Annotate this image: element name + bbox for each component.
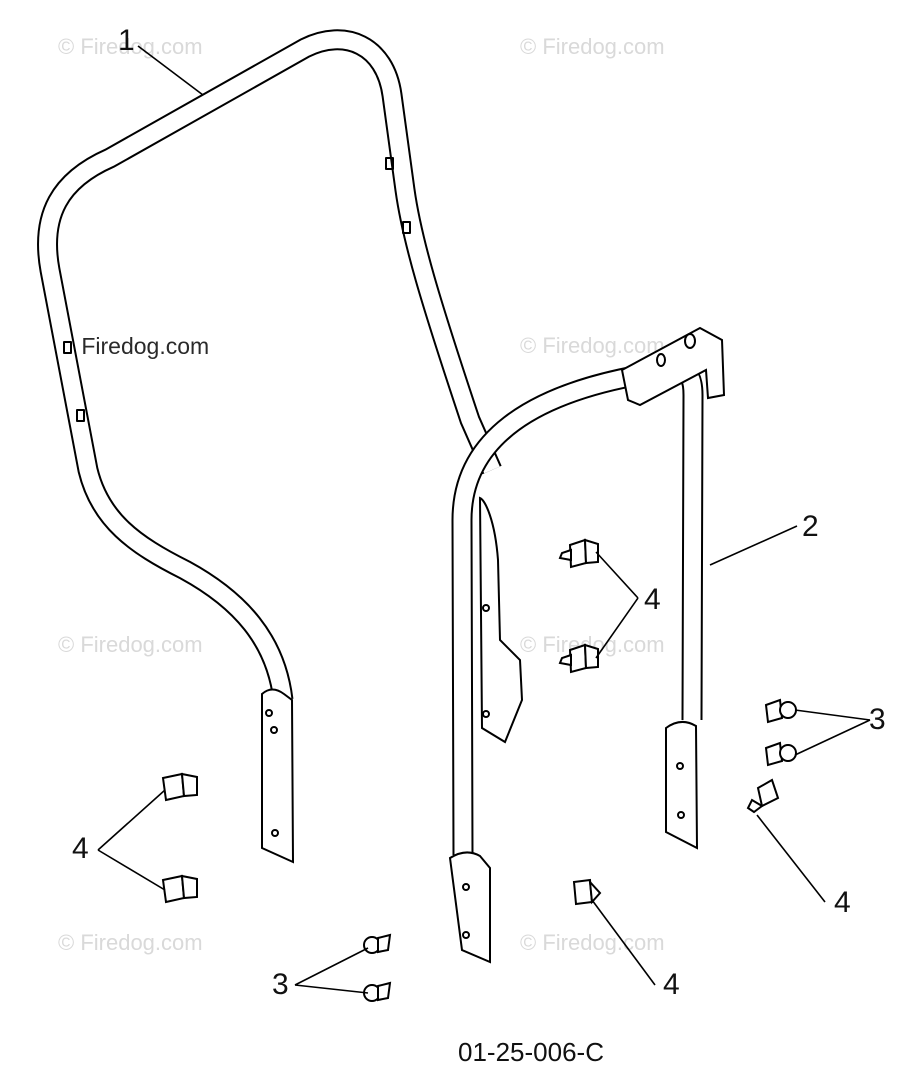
hole bbox=[402, 221, 411, 234]
part-2-left-leg-plate bbox=[448, 851, 491, 964]
hole bbox=[76, 409, 85, 422]
callout-4: 4 bbox=[644, 583, 661, 616]
hole bbox=[676, 762, 684, 770]
hole bbox=[63, 341, 72, 354]
watermark: © Firedog.com bbox=[58, 930, 203, 955]
hole bbox=[462, 883, 470, 891]
callout-4: 4 bbox=[834, 886, 851, 919]
hole bbox=[462, 931, 470, 939]
leader-lines bbox=[97, 45, 871, 994]
screw-icon bbox=[363, 981, 392, 1002]
callout-4: 4 bbox=[72, 832, 89, 865]
watermark: © Firedog.com bbox=[58, 333, 210, 359]
part-2-top-bracket bbox=[620, 326, 726, 407]
bolt-icon bbox=[161, 772, 198, 802]
hole bbox=[482, 710, 490, 718]
part-1-leg-plate bbox=[261, 688, 295, 864]
watermark: © Firedog.com bbox=[58, 632, 203, 657]
screw-icon bbox=[764, 741, 797, 767]
hole bbox=[271, 829, 279, 837]
callout-3: 3 bbox=[869, 703, 886, 736]
bolt-icon bbox=[572, 878, 602, 906]
part-1-frame-tube bbox=[37, 29, 502, 864]
callout-4: 4 bbox=[663, 968, 680, 1001]
stud bbox=[656, 353, 666, 367]
watermark: © Firedog.com bbox=[58, 34, 203, 59]
screw-icon bbox=[363, 933, 392, 954]
bolt-icon bbox=[558, 538, 599, 569]
bolt-icon bbox=[161, 874, 198, 904]
callout-2: 2 bbox=[802, 510, 819, 543]
stud bbox=[684, 333, 696, 349]
hole bbox=[270, 726, 278, 734]
screw-icon bbox=[764, 698, 797, 724]
watermark: © Firedog.com bbox=[520, 930, 665, 955]
callout-1: 1 bbox=[118, 24, 135, 57]
bolt-icon bbox=[746, 778, 780, 814]
part-2-bracket-tube bbox=[448, 326, 726, 964]
hole bbox=[265, 709, 273, 717]
part-2-side-plate bbox=[478, 496, 524, 744]
hole bbox=[677, 811, 685, 819]
part-2-right-leg-plate bbox=[665, 721, 699, 850]
hole bbox=[385, 157, 394, 170]
drawing-code: 01-25-006-C bbox=[458, 1037, 604, 1067]
bolt-icon bbox=[558, 643, 599, 674]
watermark: © Firedog.com bbox=[520, 333, 665, 358]
callout-3: 3 bbox=[272, 968, 289, 1001]
hole bbox=[482, 604, 490, 612]
hardware bbox=[161, 538, 797, 1002]
watermark: © Firedog.com bbox=[520, 34, 665, 59]
